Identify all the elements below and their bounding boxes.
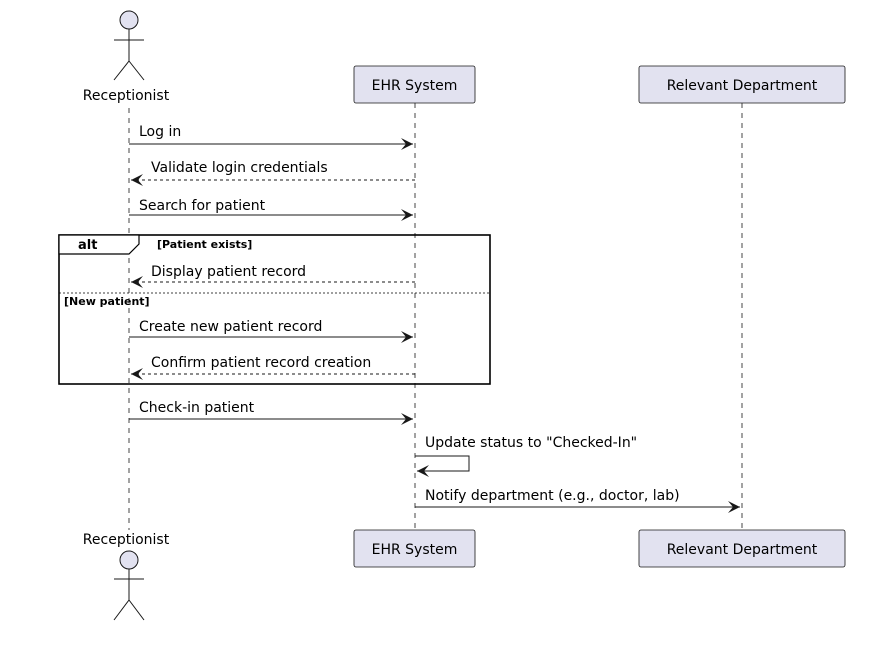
alt-keyword: alt	[78, 238, 97, 253]
participant-label-ehr-bottom: EHR System	[372, 542, 458, 558]
message-label-4: Display patient record	[151, 264, 306, 280]
participant-box-dept-top	[638, 65, 846, 104]
participant-label-dept-bottom: Relevant Department	[667, 542, 818, 558]
message-arrow-8	[415, 455, 470, 477]
actor-label-top: Receptionist	[83, 88, 170, 104]
participant-label-ehr-top: EHR System	[372, 78, 458, 94]
alt-guard-2: [New patient]	[64, 295, 150, 308]
message-label-2: Validate login credentials	[151, 160, 328, 176]
message-label-3: Search for patient	[139, 198, 266, 214]
actor-label-bottom: Receptionist	[83, 532, 170, 548]
message-label-1: Log in	[139, 124, 181, 140]
alt-guard-1: [Patient exists]	[157, 238, 252, 251]
participant-label-dept-top: Relevant Department	[667, 78, 818, 94]
participant-box-ehr-bottom	[353, 529, 476, 568]
alt-fragment	[58, 234, 491, 385]
alt-fragment-tab	[58, 234, 140, 255]
actor-receptionist-bottom	[113, 550, 145, 621]
message-label-6: Confirm patient record creation	[151, 355, 371, 371]
actor-receptionist-top	[113, 10, 145, 81]
message-label-8: Update status to "Checked-In"	[425, 435, 637, 451]
message-label-7: Check-in patient	[139, 400, 255, 416]
message-label-9: Notify department (e.g., doctor, lab)	[425, 488, 680, 504]
participant-box-ehr-top	[353, 65, 476, 104]
participant-box-dept-bottom	[638, 529, 846, 568]
message-label-5: Create new patient record	[139, 319, 322, 335]
